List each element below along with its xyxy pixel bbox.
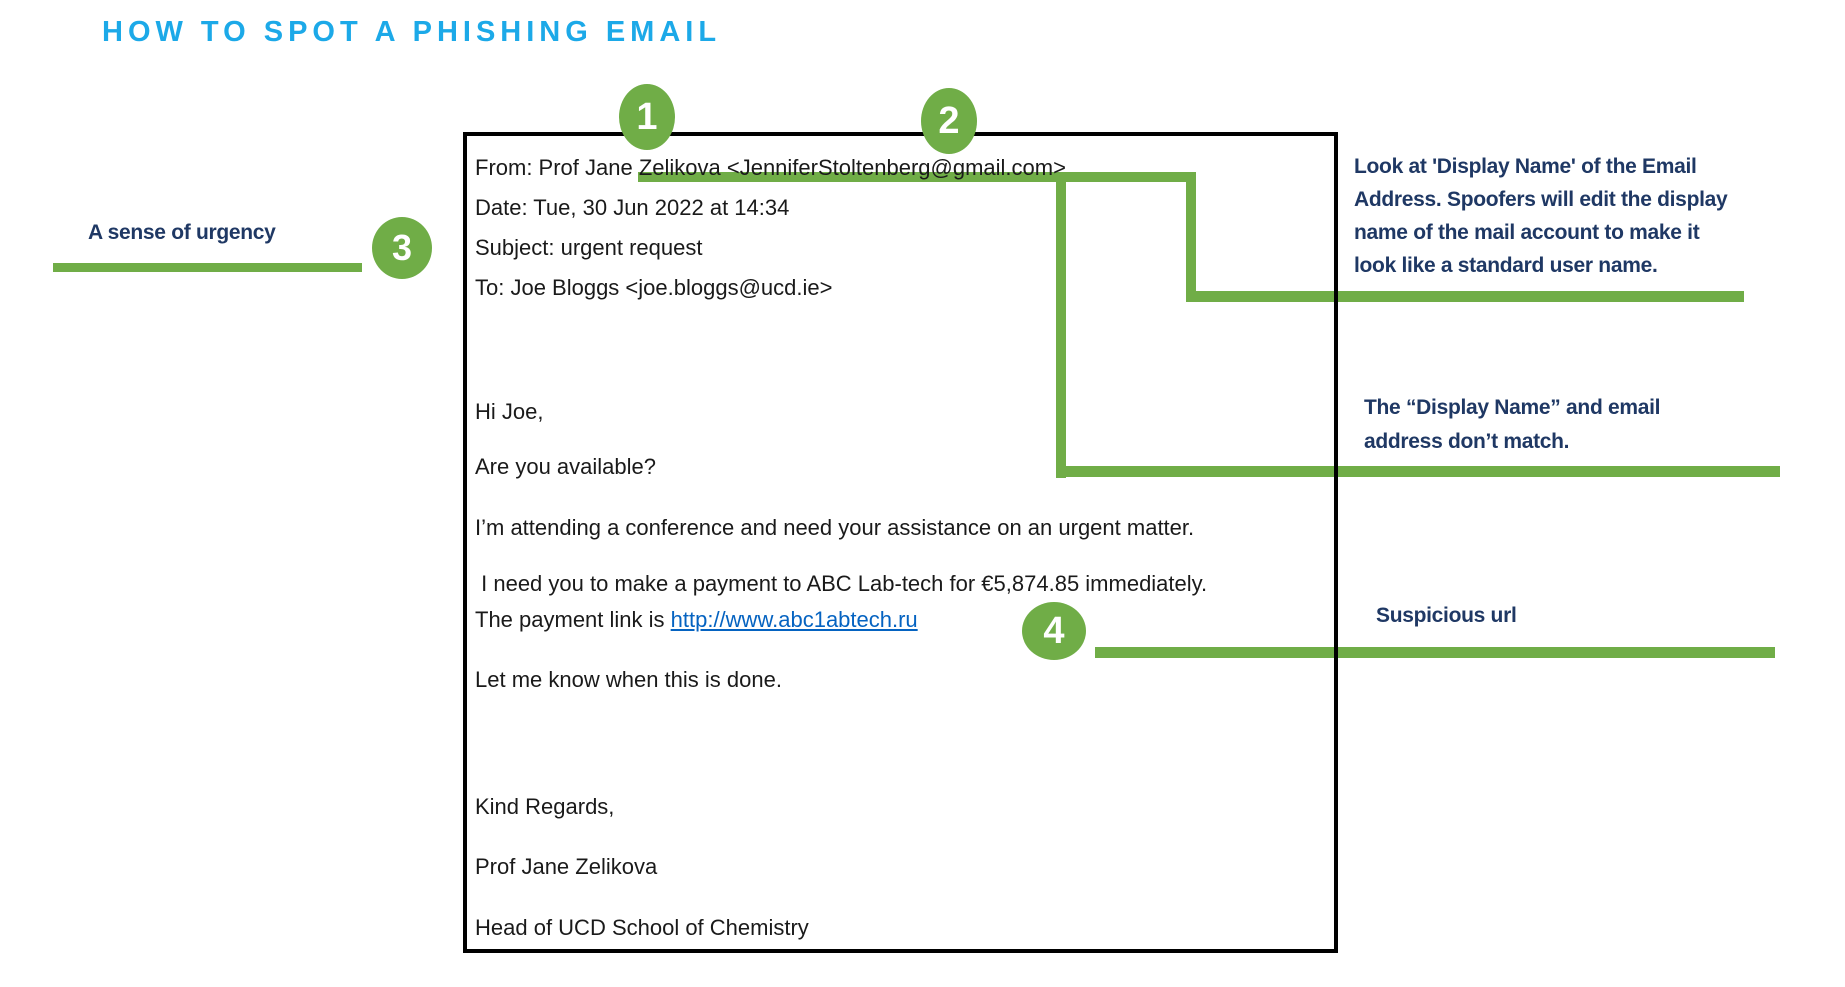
email-date-line: Date: Tue, 30 Jun 2022 at 14:34 <box>475 195 790 220</box>
connector-vertical-mismatch <box>1056 172 1066 478</box>
email-to-line: To: Joe Bloggs <joe.bloggs@ucd.ie> <box>475 275 833 300</box>
email-from-line: From: Prof Jane Zelikova <JenniferStolte… <box>475 155 1066 180</box>
email-payment-paragraph: I need you to make a payment to ABC Lab-… <box>475 566 1328 638</box>
payment-link[interactable]: http://www.abc1abtech.ru <box>670 607 918 632</box>
marker-3-badge: 3 <box>372 217 432 279</box>
page-title: HOW TO SPOT A PHISHING EMAIL <box>102 16 722 48</box>
email-greeting: Hi Joe, <box>475 399 544 424</box>
email-body: Hi Joe, Are you available? I’m attending… <box>475 394 1328 946</box>
marker-2-badge: 2 <box>921 88 977 154</box>
urgency-label: A sense of urgency <box>88 221 276 244</box>
connector-horizontal-suspicious-url <box>1095 647 1775 658</box>
email-signature-role: Head of UCD School of Chemistry <box>475 915 809 940</box>
email-subject-line: Subject: urgent request <box>475 235 703 260</box>
email-conference-line: I’m attending a conference and need your… <box>475 515 1195 540</box>
email-payment-line: I need you to make a payment to ABC Lab-… <box>475 571 1208 596</box>
email-header: From: Prof Jane Zelikova <JenniferStolte… <box>475 140 1328 308</box>
email-signoff: Kind Regards, <box>475 794 615 819</box>
urgency-label-underline <box>53 263 362 272</box>
marker-4-badge: 4 <box>1022 602 1086 660</box>
email-signature-name: Prof Jane Zelikova <box>475 854 658 879</box>
connector-horizontal-display-name <box>1186 291 1744 302</box>
email-availability-line: Are you available? <box>475 454 657 479</box>
from-line-underline <box>638 172 1196 182</box>
email-box: From: Prof Jane Zelikova <JenniferStolte… <box>463 132 1338 953</box>
marker-1-badge: 1 <box>619 84 675 150</box>
email-done-line: Let me know when this is done. <box>475 667 782 692</box>
connector-vertical-display-name <box>1186 172 1196 302</box>
suspicious-url-label: Suspicious url <box>1376 604 1517 627</box>
email-link-prefix: The payment link is <box>475 607 671 632</box>
connector-horizontal-mismatch <box>1056 466 1780 477</box>
email-content: From: Prof Jane Zelikova <JenniferStolte… <box>475 140 1328 946</box>
